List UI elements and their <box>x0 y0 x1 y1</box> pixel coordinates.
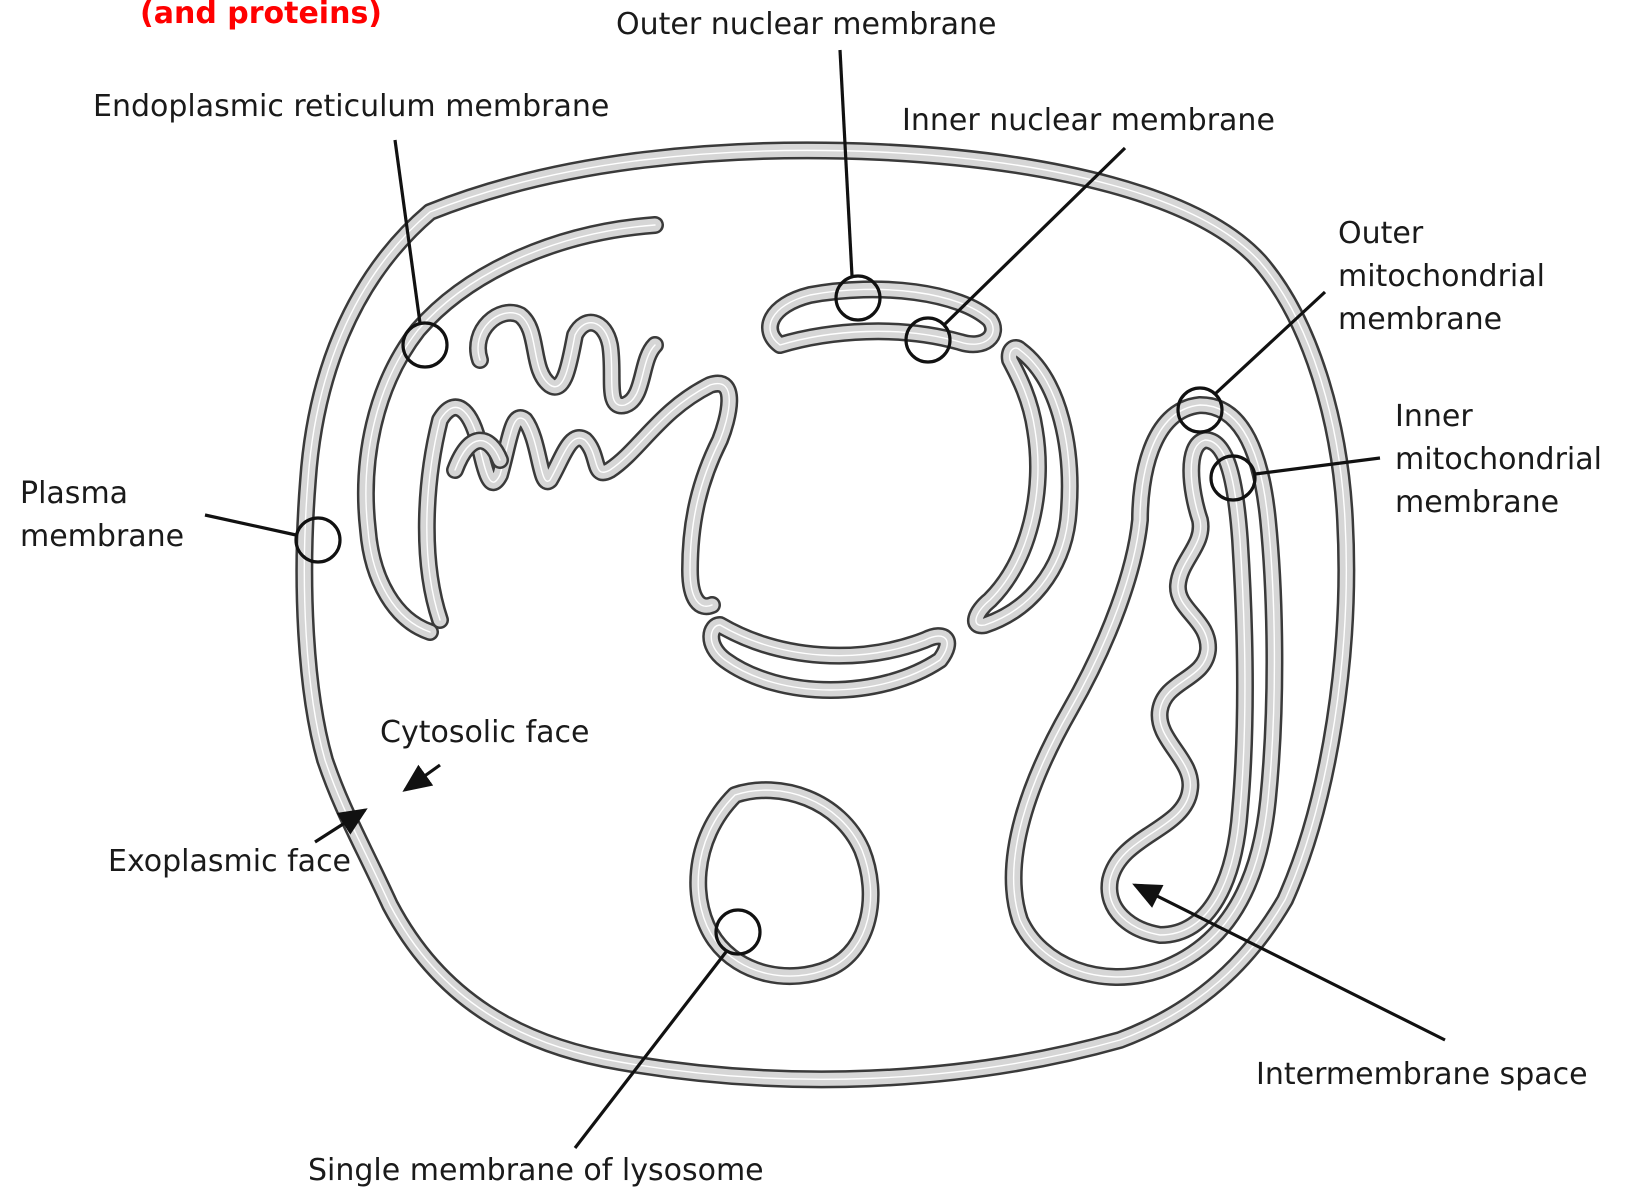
label-plasma-1: Plasma <box>20 473 128 515</box>
label-er-membrane: Endoplasmic reticulum membrane <box>93 86 609 128</box>
label-outer-mito-2: mitochondrial <box>1338 256 1545 298</box>
label-plasma-2: membrane <box>20 516 184 558</box>
marker-lysosome <box>716 910 760 954</box>
label-outer-mito-1: Outer <box>1338 213 1423 255</box>
label-outer-mito-3: membrane <box>1338 299 1502 341</box>
label-inner-mito-3: membrane <box>1395 482 1559 524</box>
leader-inner-mito <box>1255 458 1380 474</box>
header-title-fragment: (and proteins) <box>140 0 382 32</box>
label-inner-mito-1: Inner <box>1395 396 1473 438</box>
label-exoplasmic-face: Exoplasmic face <box>108 841 351 883</box>
leader-outer-nuclear <box>840 50 852 276</box>
nuclear-envelope <box>711 289 1069 690</box>
label-intermembrane-space: Intermembrane space <box>1256 1054 1588 1096</box>
label-cytosolic-face: Cytosolic face <box>380 712 589 754</box>
label-inner-nuclear-membrane: Inner nuclear membrane <box>902 100 1275 142</box>
endoplasmic-reticulum <box>366 225 729 632</box>
label-outer-nuclear-membrane: Outer nuclear membrane <box>616 4 996 46</box>
leader-plasma <box>205 515 296 535</box>
label-inner-mito-2: mitochondrial <box>1395 439 1602 481</box>
arrow-cytosolic <box>405 765 440 790</box>
nuclear-envelope-bilayer <box>976 348 1070 625</box>
